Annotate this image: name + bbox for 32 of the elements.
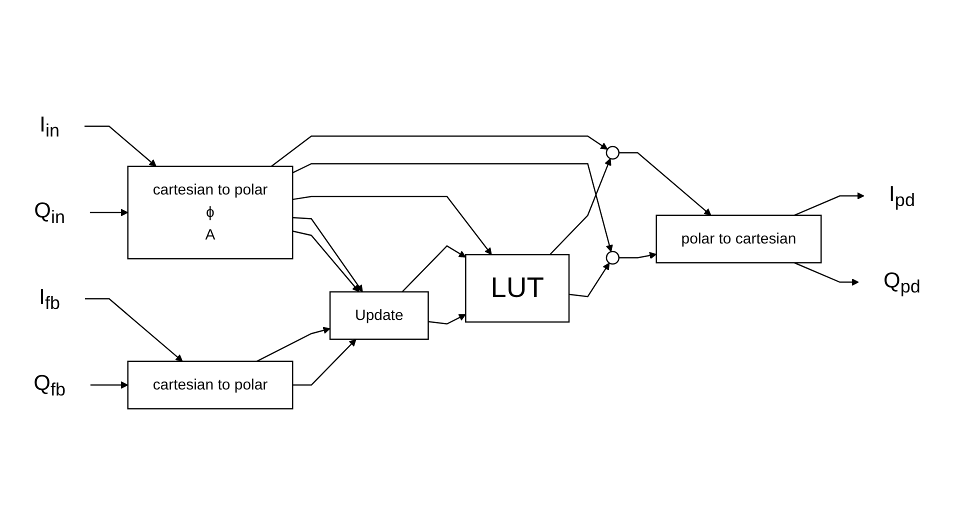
arrow <box>270 135 608 167</box>
arrow <box>568 262 610 298</box>
arrow <box>402 244 466 292</box>
signal-label: Q$_{fb}$ <box>34 370 66 400</box>
process-block: Update <box>329 291 429 340</box>
arrow <box>90 208 128 216</box>
signal-label: Q$_{in}$ <box>34 198 65 227</box>
signal-label: I$_{fb}$ <box>39 284 60 314</box>
arrow <box>618 252 657 259</box>
arrow <box>292 338 356 386</box>
signal-label: I$_{pd}$ <box>888 180 915 210</box>
arrow <box>794 262 859 286</box>
arrow <box>292 216 363 292</box>
junction-circle <box>606 146 620 160</box>
process-block: cartesian to polar <box>127 360 294 410</box>
signal-label: I$_{in}$ <box>40 111 60 141</box>
signal-label: Q$_{pd}$ <box>884 267 920 296</box>
arrow <box>90 381 128 389</box>
arrow <box>292 196 492 255</box>
arrow <box>549 158 612 255</box>
arrow <box>292 230 360 292</box>
arrow <box>618 152 712 216</box>
arrow <box>292 162 613 252</box>
process-block: polar to cartesian <box>656 214 822 264</box>
junction-circle <box>606 250 620 264</box>
arrow <box>428 314 466 324</box>
arrow <box>84 126 156 167</box>
process-block: cartesian to polar ϕ A <box>127 166 294 260</box>
arrow <box>794 192 864 216</box>
process-block: LUT <box>465 254 570 322</box>
arrow <box>85 298 183 362</box>
arrow <box>256 326 330 362</box>
